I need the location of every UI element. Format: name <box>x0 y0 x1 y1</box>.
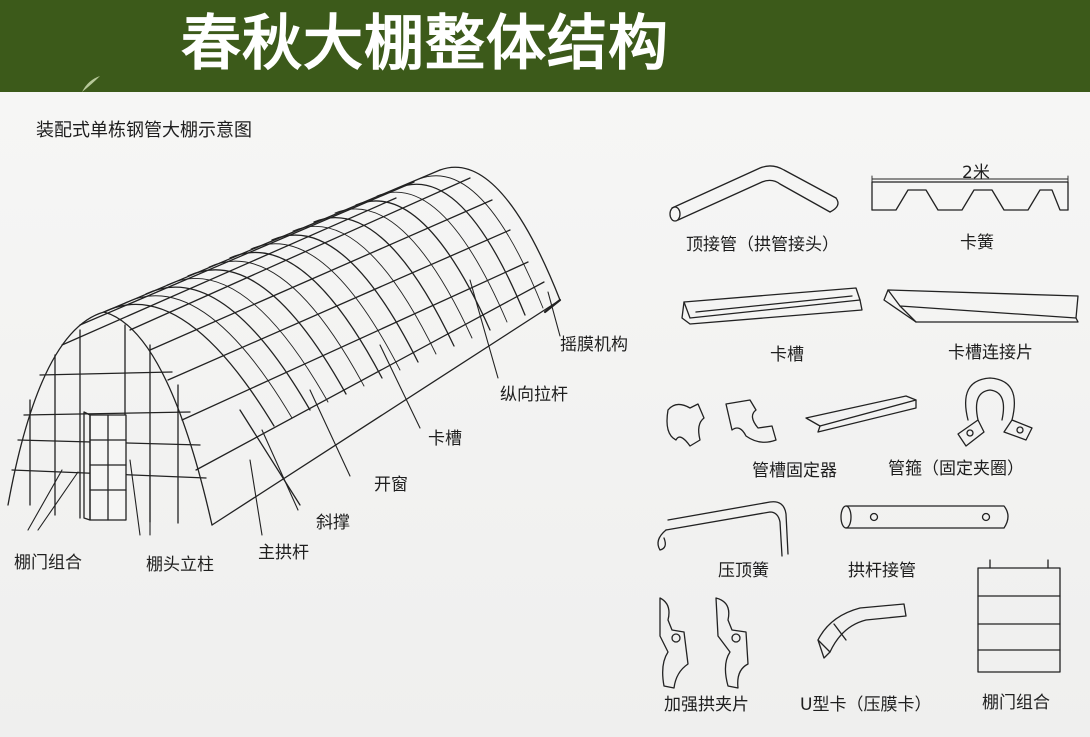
arch-joint-pipe-drawing <box>841 506 1008 528</box>
label-clip-channel: 卡槽 <box>428 429 462 449</box>
label-channel-connector: 卡槽连接片 <box>948 343 1033 363</box>
door-assembly-drawing <box>978 560 1060 672</box>
label-window: 开窗 <box>374 475 408 495</box>
longitudinal-bars <box>62 178 544 470</box>
label-pipe-hoop: 管箍（固定夹圈） <box>888 459 1024 479</box>
label-channel: 卡槽 <box>770 345 804 365</box>
title-banner: 春秋大棚整体结构 <box>0 0 1090 92</box>
channel-fixer-drawing <box>667 396 916 446</box>
u-clip-drawing <box>818 604 906 658</box>
door-assembly <box>84 412 126 520</box>
diagonal-brace <box>240 410 300 505</box>
top-connector-drawing <box>670 166 838 221</box>
film-roller <box>545 300 560 312</box>
leader-lines <box>28 280 560 535</box>
label-longitudinal-bar: 纵向拉杆 <box>500 385 568 405</box>
label-top-press-spring: 压顶簧 <box>718 561 769 581</box>
label-end-column: 棚头立柱 <box>146 555 214 575</box>
label-channel-fixer: 管槽固定器 <box>752 461 837 481</box>
label-diagonal-brace: 斜撑 <box>316 513 350 533</box>
pipe-hoop-drawing <box>958 378 1032 446</box>
secondary-arches <box>125 176 543 418</box>
label-u-clip: U型卡（压膜卡） <box>800 695 932 715</box>
label-door-assembly-main: 棚门组合 <box>14 553 82 573</box>
label-spring-length: 2米 <box>962 163 990 183</box>
spring-wire-drawing <box>872 176 1068 210</box>
label-door-assembly-part: 棚门组合 <box>982 693 1050 713</box>
label-film-roller: 摇膜机构 <box>560 335 628 355</box>
page-title: 春秋大棚整体结构 <box>181 9 669 79</box>
top-press-spring-drawing <box>658 502 788 556</box>
channel-connector-drawing <box>884 290 1078 322</box>
label-reinforced-clip: 加强拱夹片 <box>664 695 749 715</box>
label-arch-joint-pipe: 拱杆接管 <box>848 561 916 581</box>
label-main-arch: 主拱杆 <box>258 543 309 563</box>
label-top-connector: 顶接管（拱管接头） <box>686 235 839 255</box>
label-spring-wire: 卡簧 <box>960 233 994 253</box>
channel-drawing <box>682 288 862 324</box>
diagram-paper <box>0 92 1090 737</box>
reinforced-clip-drawing <box>660 598 748 688</box>
leaf-icon <box>82 76 100 92</box>
diagram-subtitle: 装配式单栋钢管大棚示意图 <box>36 120 252 141</box>
